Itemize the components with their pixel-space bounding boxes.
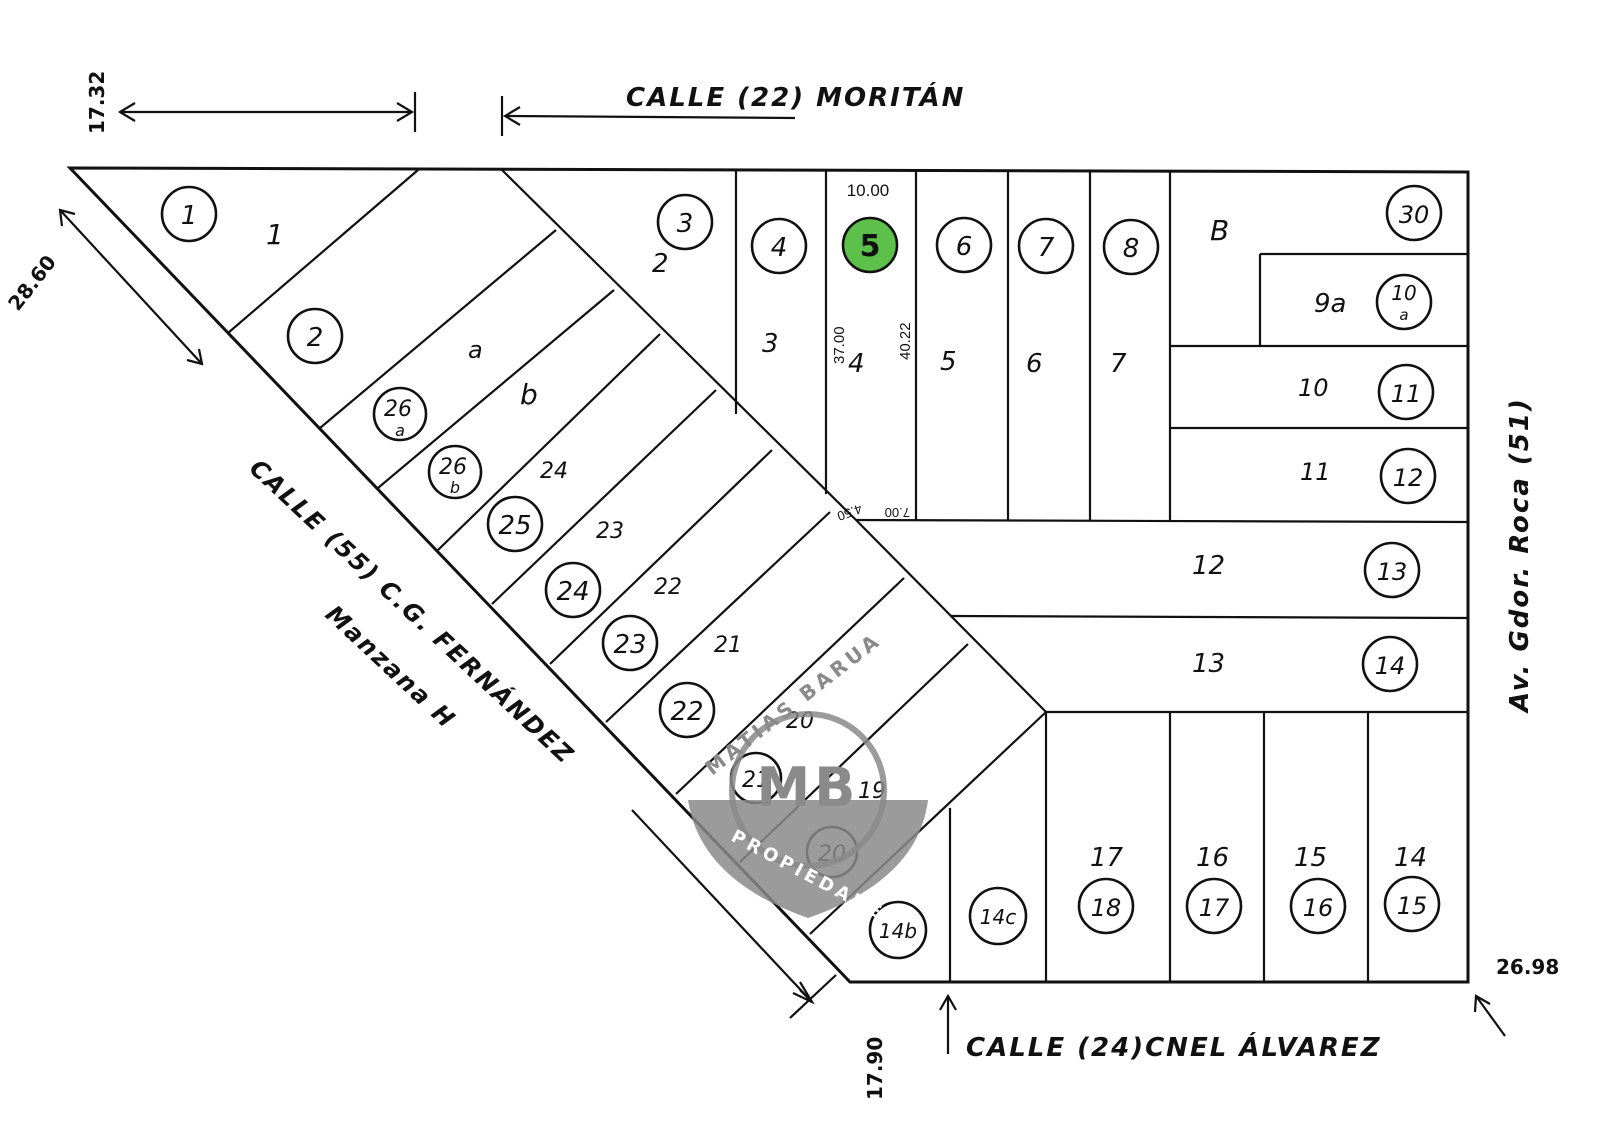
lot-5-measurements: 10.00 37.00 40.22 7.00 4.50 (831, 181, 914, 524)
lot-lines (227, 169, 1469, 982)
circled-lot-4: 4 (771, 233, 788, 263)
street-east: Av. Gdor. Roca (51) (1505, 397, 1535, 714)
lot-5-highlight[interactable]: 5 (841, 216, 899, 274)
circled-lot-6: 6 (956, 232, 973, 262)
circled-lot-2: 2 (307, 323, 324, 353)
lot5-left-measure: 37.00 (831, 326, 848, 364)
circled-lot-22: 22 (670, 697, 703, 727)
svg-text:b: b (450, 478, 460, 497)
circled-lot-1: 1 (181, 201, 198, 231)
parcel-15: 15 (1294, 843, 1327, 873)
street-south: CALLE (24)CNEL ÁLVAREZ (966, 1031, 1382, 1063)
lot-5-label: 5 (860, 229, 881, 264)
parcel-10: 10 (1298, 374, 1329, 402)
measure-bottom-right: 26.98 (1496, 955, 1559, 979)
parcel-2: 2 (652, 249, 669, 279)
circled-lot-21: 21 (742, 768, 770, 793)
parcel-b: b (520, 378, 538, 411)
block-outline (66, 166, 1470, 984)
measure-left-side: 28.60 (3, 250, 61, 315)
lot5-front-measure: 10.00 (847, 181, 890, 200)
circled-lot-24: 24 (556, 577, 589, 607)
street-north: CALLE (22) MORITÁN (626, 81, 965, 113)
lot5-back-measure-a: 7.00 (885, 505, 910, 520)
circled-lot-14b: 14b (879, 919, 917, 943)
circled-lot-12: 12 (1393, 464, 1424, 492)
parcel-1: 1 (266, 218, 284, 251)
parcel-13: 13 (1192, 649, 1225, 679)
parcel-4: 4 (848, 349, 865, 379)
parcel-12: 12 (1192, 551, 1225, 581)
circled-lot-18: 18 (1091, 894, 1122, 922)
parcel-3: 3 (762, 329, 779, 359)
parcel-22: 22 (654, 575, 682, 600)
circled-lot-16: 16 (1303, 894, 1334, 922)
circled-lot-14c: 14c (980, 905, 1016, 929)
measure-top-left: 17.32 (85, 71, 109, 134)
circled-lot-13: 13 (1377, 558, 1408, 586)
circled-lot-30: 30 (1399, 201, 1430, 229)
circled-lot-23: 23 (613, 630, 646, 660)
circled-lot-25: 25 (498, 511, 531, 541)
svg-text:MB: MB (757, 756, 860, 819)
parcel-14: 14 (1394, 843, 1427, 873)
circled-lot-10a: 10 (1391, 281, 1416, 305)
circled-lot-26b: 26 (439, 455, 467, 480)
parcel-9a: 9a (1314, 289, 1346, 319)
circled-lot-8: 8 (1123, 234, 1140, 264)
circled-lot-17: 17 (1199, 894, 1230, 922)
dimension-arrows (58, 92, 1506, 1054)
circled-lot-numbers: 1 2 26a 26b 25 24 23 22 21 20 14b 14c 3 … (160, 184, 1443, 960)
lot5-right-measure: 40.22 (897, 322, 914, 360)
parcel-24: 24 (540, 459, 568, 484)
circled-lot-3: 3 (677, 209, 694, 239)
parcel-B: B (1210, 214, 1229, 247)
watermark-logo: MB MATIAS BARUA PROPIEDADES (688, 627, 928, 932)
circled-lot-7: 7 (1038, 233, 1055, 263)
parcel-6: 6 (1026, 349, 1043, 379)
parcel-21: 21 (714, 633, 742, 658)
parcel-a: a (468, 336, 483, 364)
svg-text:a: a (395, 421, 405, 440)
parcel-23: 23 (596, 519, 624, 544)
parcel-5: 5 (940, 347, 957, 377)
circled-lot-15: 15 (1397, 892, 1428, 920)
parcel-11: 11 (1300, 458, 1331, 486)
parcel-16: 16 (1196, 843, 1229, 873)
circled-lot-11: 11 (1391, 380, 1422, 408)
svg-text:a: a (1399, 306, 1408, 324)
measure-bottom-left: 17.90 (863, 1037, 887, 1100)
parcel-17: 17 (1090, 843, 1124, 873)
parcel-7: 7 (1110, 349, 1127, 379)
circled-lot-26a: 26 (384, 397, 412, 422)
circled-lot-14: 14 (1375, 652, 1406, 680)
